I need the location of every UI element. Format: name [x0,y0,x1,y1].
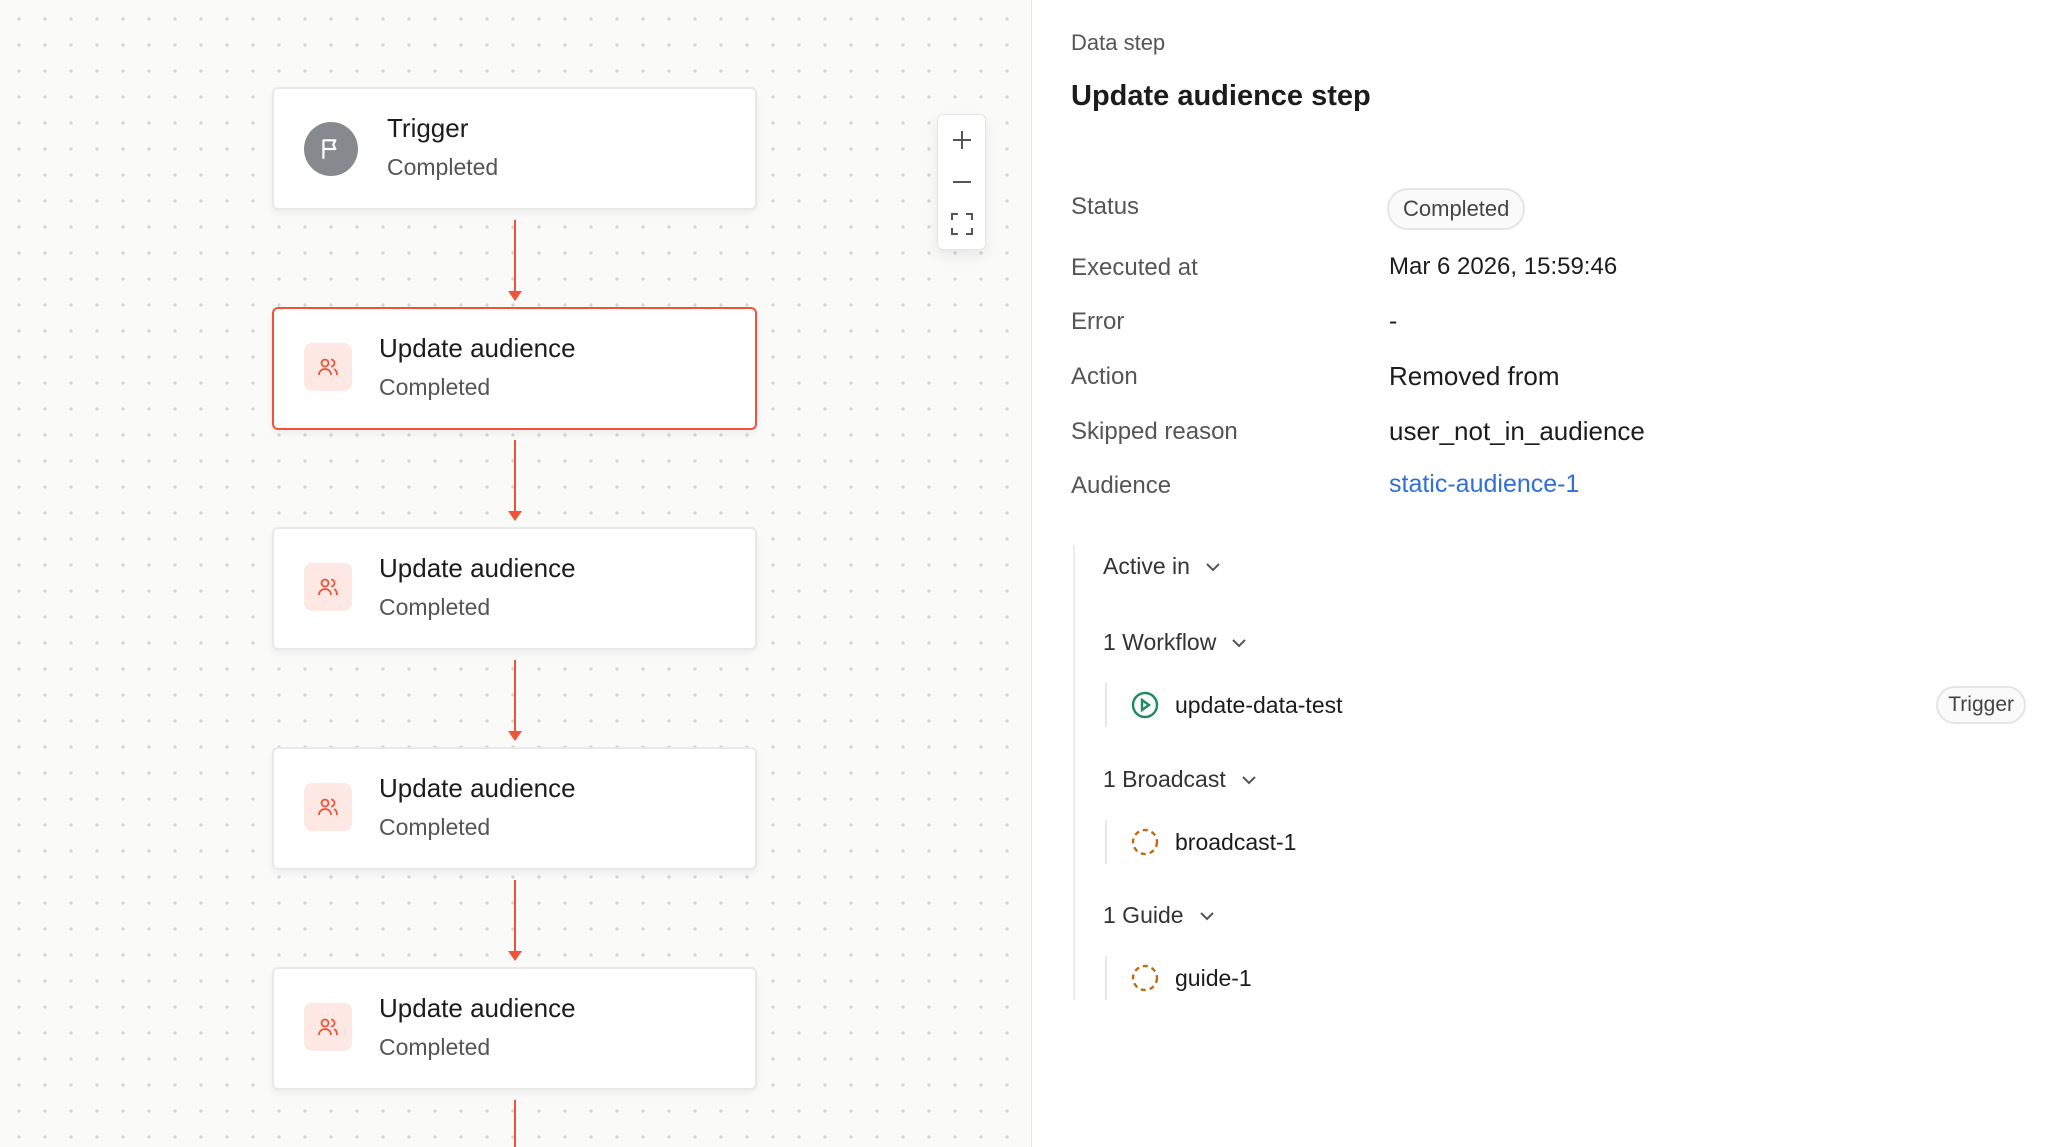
connector-line [514,1100,516,1147]
node-update-audience[interactable]: Update audience Completed [272,527,757,650]
executed-label: Executed at [1071,254,1198,281]
panel-eyebrow: Data step [1071,30,1166,55]
broadcast-group-label: 1 Broadcast [1103,766,1226,792]
node-status: Completed [387,154,499,180]
zoom-out-button[interactable] [942,162,982,202]
play-circle-icon [1131,691,1159,719]
node-update-audience[interactable]: Update audience Completed [272,307,757,430]
guide-group-label: 1 Guide [1103,902,1184,928]
chevron-down-icon [1232,638,1247,647]
users-icon [304,563,352,611]
error-label: Error [1071,308,1125,335]
action-value: Removed from [1389,361,1560,391]
flag-icon [304,122,358,176]
users-icon [304,343,352,391]
active-in-toggle[interactable]: Active in [1103,553,1222,580]
node-status: Completed [379,814,491,840]
node-status: Completed [379,1034,491,1060]
node-trigger[interactable]: Trigger Completed [272,87,757,210]
active-in-divider [1073,545,1075,1000]
active-in-label: Active in [1103,553,1190,579]
panel-title: Update audience step [1071,80,1371,112]
node-title: Update audience [379,993,576,1023]
node-update-audience[interactable]: Update audience Completed [272,747,757,870]
chevron-down-icon [1242,775,1256,784]
fullscreen-icon [950,213,973,235]
skipped-label: Skipped reason [1071,418,1238,445]
minus-icon [952,181,971,183]
action-label: Action [1071,363,1138,390]
broadcast-item[interactable]: broadcast-1 [1105,820,1296,864]
users-icon [304,783,352,831]
node-title: Update audience [379,333,576,363]
status-badge: Completed [1387,188,1526,230]
audience-link[interactable]: static-audience-1 [1389,470,1580,498]
node-status: Completed [379,594,491,620]
dashed-circle-icon [1131,828,1159,856]
node-status: Completed [379,374,491,400]
chevron-down-icon [1206,562,1220,571]
error-value: - [1389,307,1398,335]
node-title: Trigger [387,113,469,143]
workflow-canvas[interactable]: Trigger Completed Update audience Comple… [0,0,1032,1147]
workflow-group-label: 1 Workflow [1103,629,1217,655]
skipped-value: user_not_in_audience [1389,416,1645,446]
guide-name: guide-1 [1175,964,1252,991]
users-icon [304,1003,352,1051]
workflow-group-toggle[interactable]: 1 Workflow [1103,629,1248,656]
audience-label: Audience [1071,472,1172,499]
connector-arrow [508,440,522,521]
dashed-circle-icon [1131,964,1159,992]
connector-arrow [508,220,522,301]
broadcast-group-toggle[interactable]: 1 Broadcast [1103,766,1258,793]
step-detail-panel: Data step Update audience step Status Co… [1033,0,2048,1147]
fit-view-button[interactable] [942,204,982,244]
connector-arrow [508,880,522,961]
trigger-badge: Trigger [1936,686,2026,724]
connector-arrow [508,660,522,741]
status-value: Completed [1387,188,1526,230]
guide-item[interactable]: guide-1 [1105,956,1252,1000]
node-title: Update audience [379,773,576,803]
workflow-name: update-data-test [1175,691,1343,718]
zoom-in-button[interactable] [942,120,982,160]
zoom-controls [937,114,986,250]
executed-value: Mar 6 2026, 15:59:46 [1389,253,1618,280]
plus-icon [952,131,971,149]
broadcast-name: broadcast-1 [1175,828,1297,855]
node-update-audience[interactable]: Update audience Completed [272,967,757,1090]
status-label: Status [1071,193,1140,220]
chevron-down-icon [1199,911,1214,920]
node-title: Update audience [379,553,576,583]
guide-group-toggle[interactable]: 1 Guide [1103,902,1216,929]
workflow-item[interactable]: update-data-test Trigger [1105,683,2026,727]
